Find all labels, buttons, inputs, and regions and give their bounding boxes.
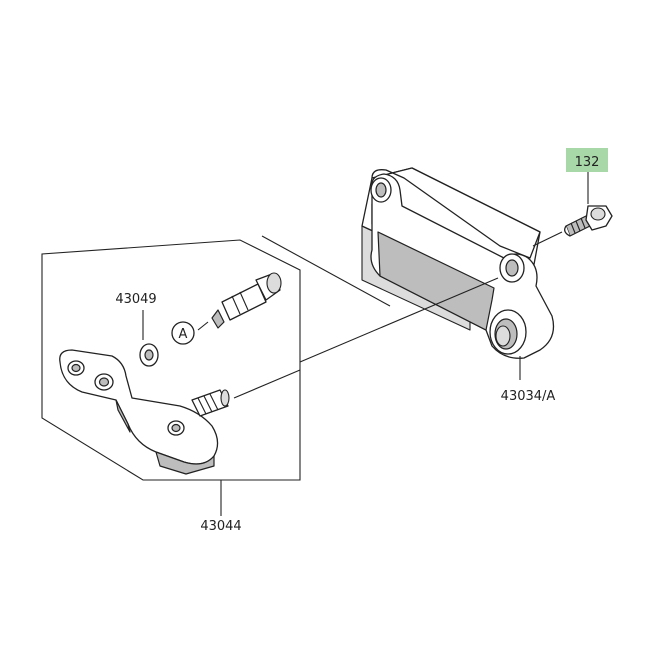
reference-marker-a: A (171, 321, 195, 345)
caliper-bracket-drawing (59, 349, 230, 475)
washer-drawing (139, 343, 159, 367)
reference-marker-letter: A (179, 327, 188, 342)
bolt-drawing (564, 205, 613, 237)
leader-lines (142, 172, 589, 516)
assembly-outline (41, 235, 391, 481)
link-bracket-drawing (361, 167, 555, 359)
label-132-group[interactable]: 132 (566, 148, 608, 172)
bolt-label-highlight (566, 148, 608, 172)
washer-part-number[interactable]: 43049 (115, 292, 156, 307)
bolt-part-number[interactable]: 132 (575, 155, 600, 170)
slide-pin-drawing (211, 272, 282, 329)
link-bracket-part-number[interactable]: 43034/A (501, 389, 556, 404)
caliper-bracket-part-number[interactable]: 43044 (200, 519, 241, 534)
